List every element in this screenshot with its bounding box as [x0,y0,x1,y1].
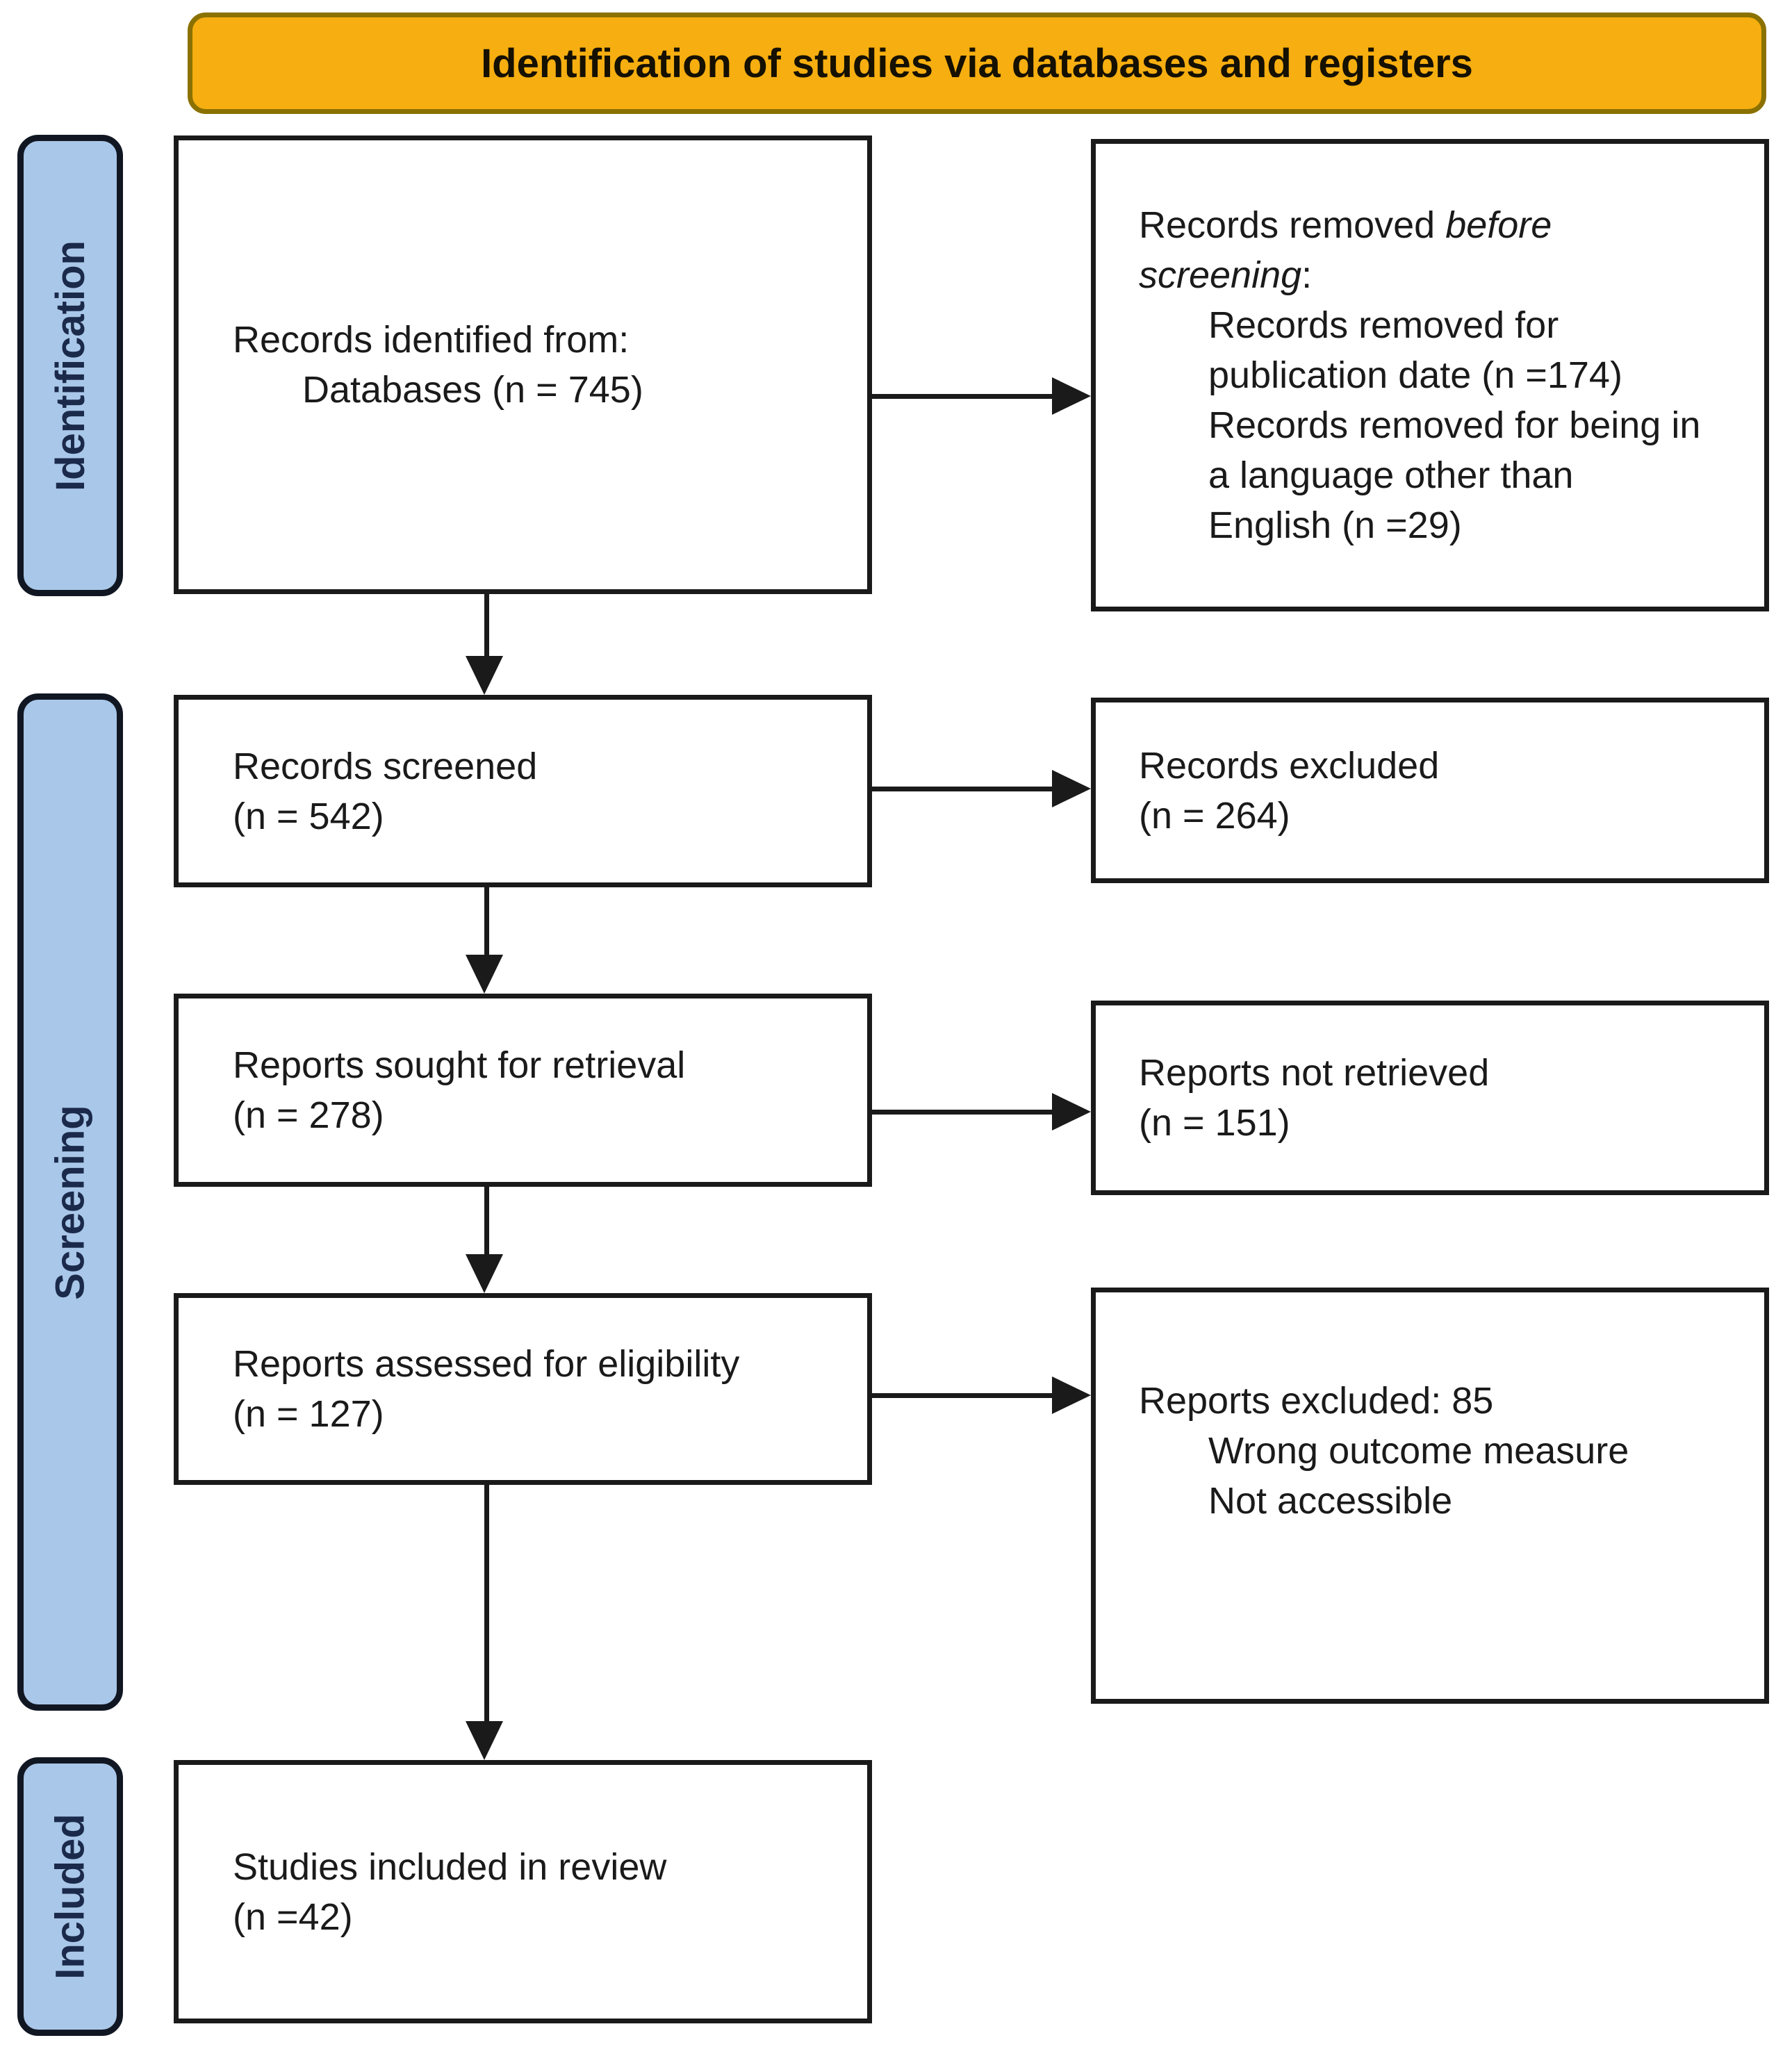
arrow-head-assessed-to-excluded [1052,1376,1091,1414]
box-studies-included: Studies included in review (n =42) [174,1760,872,2023]
box-reports-excluded: Reports excluded: 85 Wrong outcome measu… [1091,1288,1769,1704]
reports-excluded-line1: Reports excluded: 85 [1139,1379,1494,1422]
reports-not-retrieved-line2: (n = 151) [1139,1102,1290,1144]
arrow-head-identified-to-removed [1052,377,1091,415]
box-records-removed: Records removed before screening: Record… [1091,139,1769,611]
arrow-head-assessed-to-included [466,1721,503,1760]
arrow-line-assessed-to-included [484,1485,489,1723]
reports-assessed-line2: (n = 127) [233,1393,384,1435]
stage-bar-included: Included [17,1757,123,2036]
records-screened-line1: Records screened [233,745,538,787]
header-banner: Identification of studies via databases … [188,13,1766,114]
arrow-line-sought-to-not-retrieved [872,1110,1053,1115]
records-removed-item1-line2: publication date (n =174) [1208,354,1622,396]
box-records-screened: Records screened (n = 542) [174,695,872,887]
records-screened-line2: (n = 542) [233,795,384,837]
header-title: Identification of studies via databases … [481,40,1473,86]
reports-sought-line2: (n = 278) [233,1094,384,1136]
stage-label-included: Included [47,1814,93,1980]
records-removed-line2: screening: [1139,250,1764,300]
box-reports-not-retrieved: Reports not retrieved (n = 151) [1091,1001,1769,1195]
records-removed-line2-suffix: : [1301,254,1313,296]
stage-bar-screening: Screening [17,693,123,1711]
records-removed-line2-italic: screening [1139,254,1302,296]
records-removed-line1-italic: before [1445,204,1552,246]
arrow-head-sought-to-not-retrieved [1052,1093,1091,1131]
records-removed-item1-line1: Records removed for [1208,304,1559,346]
arrow-head-sought-to-assessed [466,1254,503,1293]
arrow-line-identified-to-screened [484,594,489,658]
reports-assessed-line1: Reports assessed for eligibility [233,1343,740,1385]
box-reports-sought: Reports sought for retrieval (n = 278) [174,994,872,1187]
box-records-identified: Records identified from: Databases (n = … [174,135,872,594]
records-excluded-line2: (n = 264) [1139,794,1290,837]
reports-excluded-item1: Wrong outcome measure [1208,1429,1629,1472]
arrow-head-identified-to-screened [466,656,503,695]
arrow-line-sought-to-assessed [484,1187,489,1256]
records-removed-line1: Records removed before [1139,200,1764,250]
records-identified-line2: Databases (n = 745) [302,369,643,411]
arrow-head-screened-to-excluded [1052,770,1091,807]
records-removed-line1-prefix: Records removed [1139,204,1446,246]
records-identified-line1: Records identified from: [233,319,630,361]
reports-not-retrieved-line1: Reports not retrieved [1139,1052,1490,1094]
records-removed-item2-line3: English (n =29) [1208,504,1462,546]
arrow-head-screened-to-sought [466,955,503,994]
stage-bar-identification: Identification [17,135,123,596]
records-removed-item2-line2: a language other than [1208,454,1574,496]
reports-sought-line1: Reports sought for retrieval [233,1044,686,1086]
studies-included-line2: (n =42) [233,1896,353,1938]
reports-excluded-item2: Not accessible [1208,1479,1453,1522]
box-reports-assessed: Reports assessed for eligibility (n = 12… [174,1293,872,1485]
arrow-line-screened-to-sought [484,887,489,957]
arrow-line-assessed-to-excluded [872,1393,1053,1398]
box-records-excluded: Records excluded (n = 264) [1091,698,1769,883]
stage-label-identification: Identification [47,240,93,491]
stage-label-screening: Screening [47,1104,93,1300]
arrow-line-screened-to-excluded [872,787,1053,791]
studies-included-line1: Studies included in review [233,1845,667,1888]
records-excluded-line1: Records excluded [1139,744,1440,787]
records-removed-item2-line1: Records removed for being in [1208,404,1701,446]
arrow-line-identified-to-removed [872,394,1053,399]
